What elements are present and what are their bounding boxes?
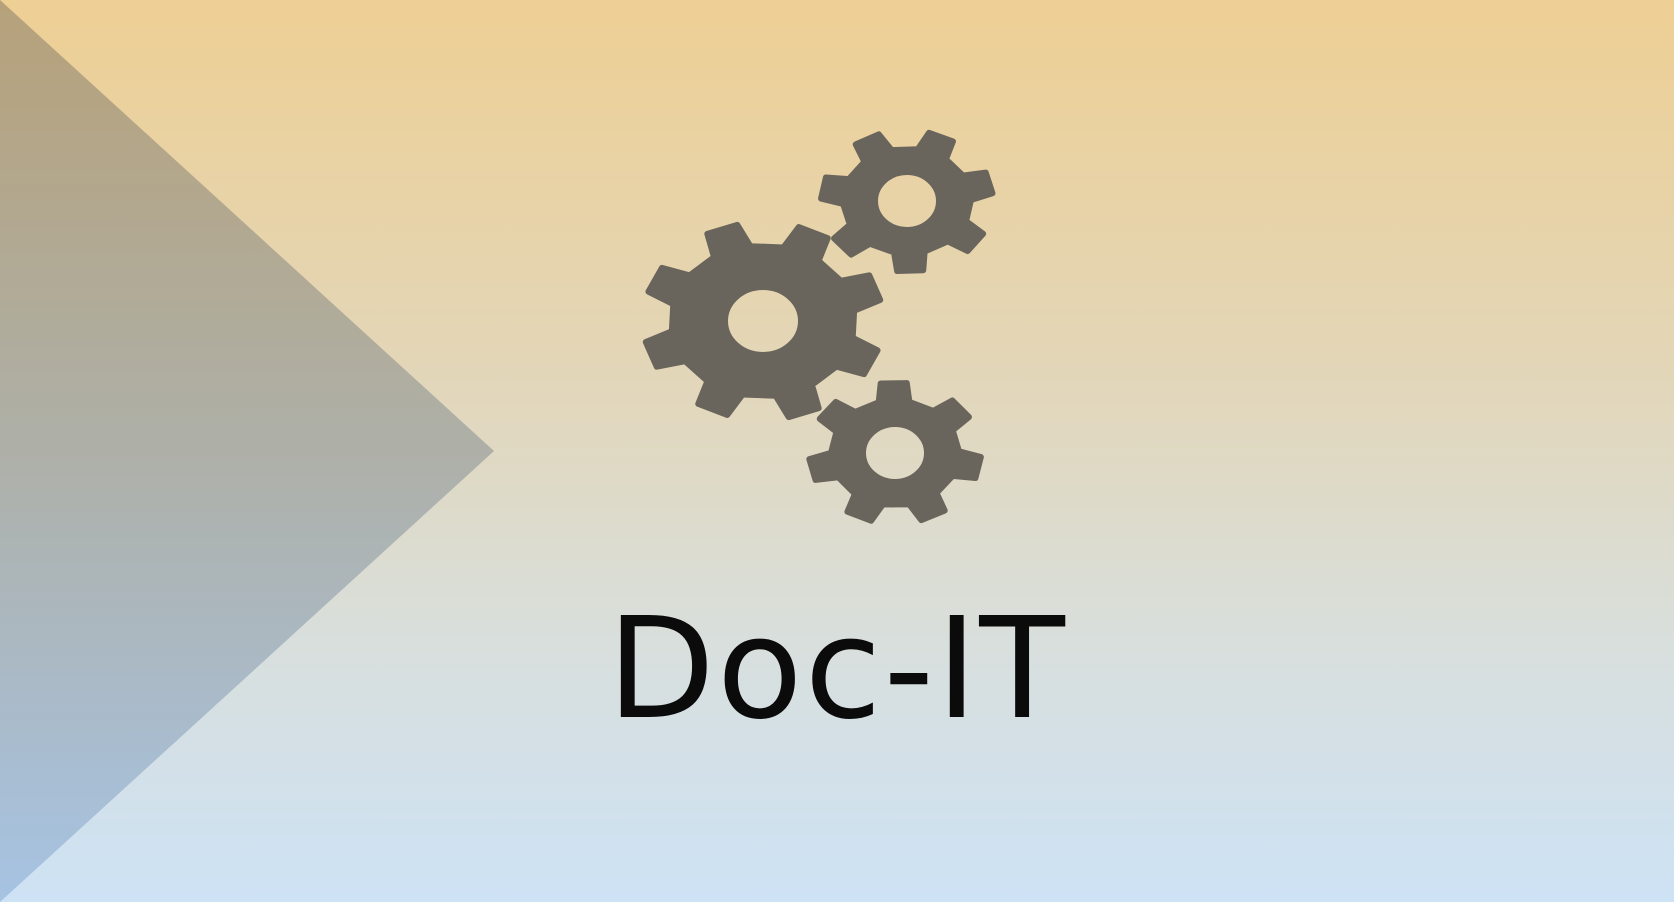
lower-small-gear-icon (806, 380, 984, 524)
large-gear-icon (642, 221, 884, 421)
upper-small-gear-icon (818, 129, 996, 275)
app-title: Doc-IT (607, 588, 1067, 751)
